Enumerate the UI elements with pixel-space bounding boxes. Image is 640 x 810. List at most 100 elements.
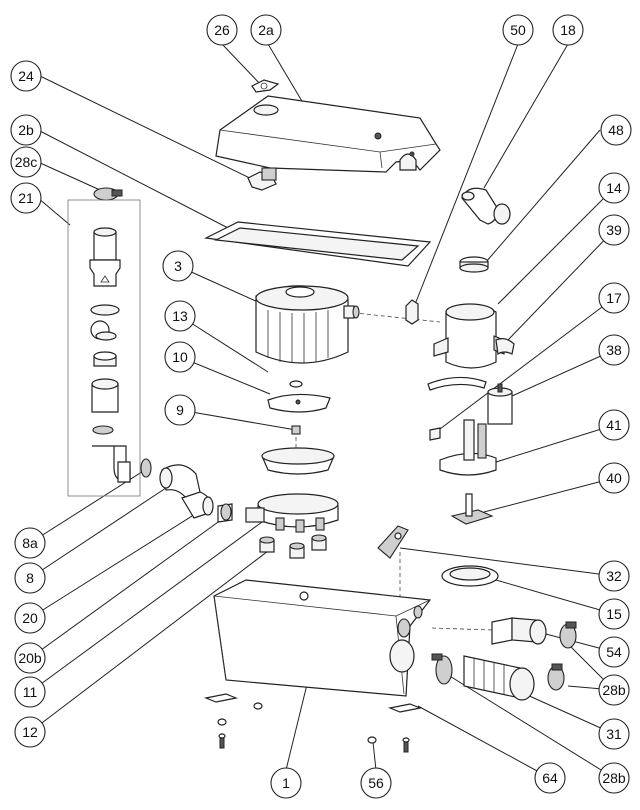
callout-circle xyxy=(270,767,302,799)
callout-label: 17 xyxy=(606,290,622,306)
part-31-hose xyxy=(463,655,535,701)
callout-label: 3 xyxy=(174,258,182,274)
callout-circle xyxy=(598,560,630,592)
callout-circle xyxy=(598,762,630,794)
callout-label: 39 xyxy=(606,222,622,238)
part-12-ferrules xyxy=(259,534,327,559)
callout-41: 41 xyxy=(598,409,630,441)
callout-circle xyxy=(598,334,630,366)
part-40-strainer xyxy=(450,493,494,525)
callout-label: 1 xyxy=(282,775,290,791)
callout-28b-2: 28b xyxy=(598,762,630,794)
callout-11: 11 xyxy=(14,676,46,708)
callout-10: 10 xyxy=(164,341,196,373)
part-50-clip xyxy=(405,299,419,325)
callout-24: 24 xyxy=(10,60,42,92)
callout-13: 13 xyxy=(164,300,196,332)
part-20b-coupler xyxy=(217,503,233,523)
callout-circle xyxy=(164,394,196,426)
part-24-clamp xyxy=(247,167,277,191)
callout-label: 50 xyxy=(510,22,526,38)
callout-20: 20 xyxy=(14,602,46,634)
callout-circle xyxy=(250,14,282,46)
callout-circle xyxy=(598,462,630,494)
callout-39: 39 xyxy=(598,214,630,246)
callout-label: 64 xyxy=(542,770,558,786)
callout-17: 17 xyxy=(598,282,630,314)
callout-8a: 8a xyxy=(14,527,46,559)
callout-label: 21 xyxy=(18,190,34,206)
callout-15: 15 xyxy=(598,598,630,630)
part-3-motor xyxy=(255,285,360,364)
callout-label: 13 xyxy=(172,308,188,324)
callout-circle xyxy=(10,182,42,214)
callout-28b-1: 28b xyxy=(598,674,630,706)
callout-circle xyxy=(598,214,630,246)
callout-label: 20 xyxy=(22,610,38,626)
part-14-chamber xyxy=(433,303,505,369)
part-8-elbow xyxy=(159,464,201,499)
callout-12: 12 xyxy=(14,716,46,748)
part-32-float xyxy=(377,525,409,559)
part-feet-screws xyxy=(203,693,423,753)
callout-label: 32 xyxy=(606,568,622,584)
callout-9: 9 xyxy=(164,394,196,426)
callout-8: 8 xyxy=(14,562,46,594)
part-39-clip xyxy=(495,338,515,356)
callout-label: 8a xyxy=(22,535,38,551)
callout-2b: 2b xyxy=(10,114,42,146)
part-1-tank xyxy=(213,579,432,697)
callout-label: 41 xyxy=(606,417,622,433)
callout-20b: 20b xyxy=(14,642,46,674)
callout-label: 14 xyxy=(606,180,622,196)
callout-label: 12 xyxy=(22,724,38,740)
callout-label: 28b xyxy=(602,682,626,698)
callout-38: 38 xyxy=(598,334,630,366)
callout-50: 50 xyxy=(502,14,534,46)
callout-circle xyxy=(360,767,392,799)
callout-label: 2b xyxy=(18,122,34,138)
callout-label: 56 xyxy=(368,775,384,791)
callout-circle xyxy=(598,598,630,630)
callout-label: 31 xyxy=(606,726,622,742)
callout-circle xyxy=(10,60,42,92)
part-41-switch xyxy=(429,419,497,476)
callout-1: 1 xyxy=(270,767,302,799)
part-10-impeller xyxy=(267,393,331,413)
part-21-kit xyxy=(67,199,141,497)
part-28c-clamp xyxy=(93,187,123,201)
callout-label: 9 xyxy=(176,402,184,418)
part-9-bushing xyxy=(291,425,301,435)
callout-26: 26 xyxy=(206,14,238,46)
callout-circle xyxy=(10,146,42,178)
callout-label: 18 xyxy=(560,22,576,38)
callout-21: 21 xyxy=(10,182,42,214)
part-15-ring xyxy=(441,565,499,587)
callout-label: 20b xyxy=(18,650,42,666)
callout-label: 26 xyxy=(214,22,230,38)
callout-label: 54 xyxy=(606,644,622,660)
part-17-bracket xyxy=(427,376,487,391)
part-48-ring xyxy=(459,256,489,273)
callout-circle xyxy=(600,114,632,146)
callout-31: 31 xyxy=(598,718,630,750)
part-54-fitting xyxy=(491,617,547,645)
callout-3: 3 xyxy=(162,250,194,282)
callout-circle xyxy=(598,636,630,668)
callout-56: 56 xyxy=(360,767,392,799)
callout-18: 18 xyxy=(552,14,584,46)
callout-circle xyxy=(14,676,46,708)
callout-label: 38 xyxy=(606,342,622,358)
part-11-ring xyxy=(261,447,335,475)
callout-circle xyxy=(502,14,534,46)
callout-label: 2a xyxy=(258,22,274,38)
part-2b-gasket xyxy=(204,221,432,267)
callout-label: 24 xyxy=(18,68,34,84)
callout-32: 32 xyxy=(598,560,630,592)
part-13-nut xyxy=(289,380,303,388)
callout-circle xyxy=(598,172,630,204)
callout-2a: 2a xyxy=(250,14,282,46)
callout-circle xyxy=(552,14,584,46)
